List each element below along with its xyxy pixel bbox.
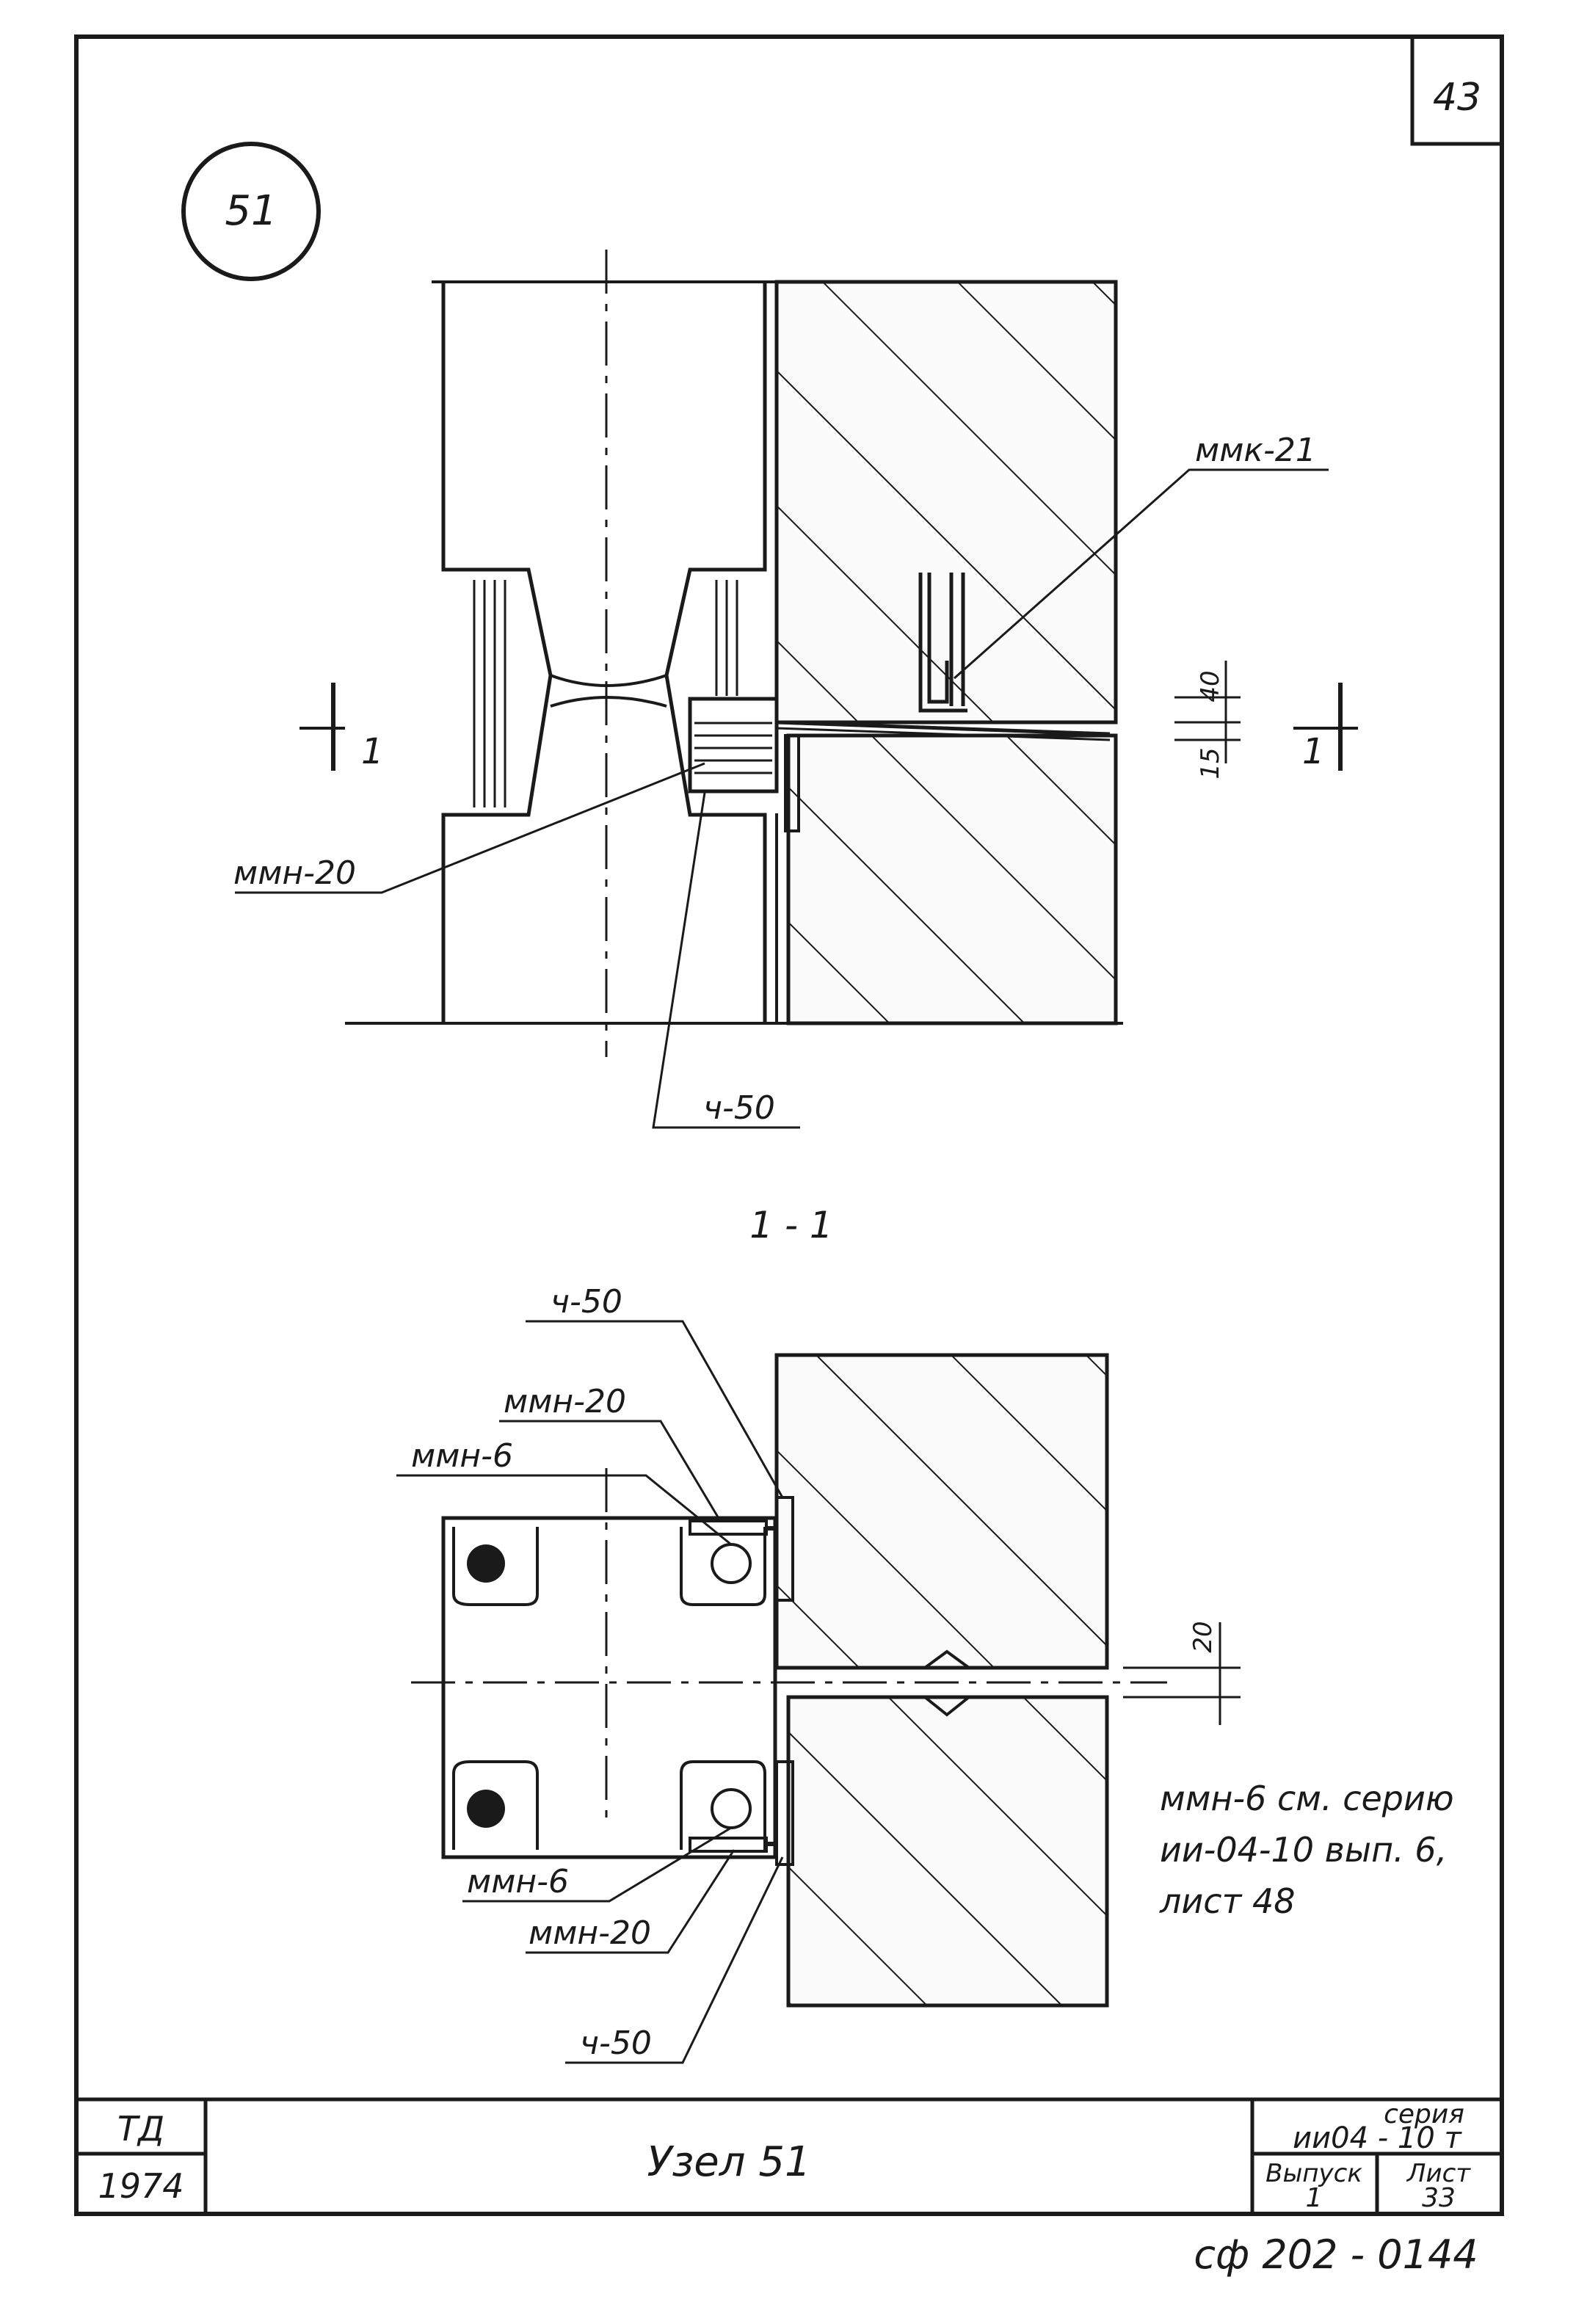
svg-text:ммн-6 см. серию: ммн-6 см. серию [1160,1779,1454,1818]
label-mmn6-sec-top: ммн-6 [411,1437,513,1475]
sheet-frame [74,35,1504,2216]
leader-mmn20-sec-top [499,1420,721,1520]
document-code: сф 202 - 0144 [1194,2232,1478,2278]
section-angle-top [775,1496,794,1602]
section-mark-left: 1 [299,683,384,772]
section-wall-lower [786,1695,1109,2008]
section-view: 20 ч-50 ммн-20 ммн-6 ммн-6 ммн-20 ч-50 [396,1283,1241,2064]
reference-note: ммн-6 см. серию ии-04-10 вып. 6, лист 48 [1159,1779,1454,1921]
leader-ch50-sec-top [526,1320,784,1498]
wall-panel-lower [786,733,1118,1025]
section-title: 1 - 1 [749,1204,832,1246]
leader-ch50-sec-bot [565,1856,784,2064]
anchor-mmk21 [918,573,967,713]
column-rods [473,580,738,807]
column-corners [452,1527,766,1850]
node-badge-number: 51 [225,187,277,235]
column-section [441,1516,777,1859]
section-angle-bottom [775,1760,794,1866]
svg-text:ии-04-10 вып. 6,: ии-04-10 вып. 6, [1160,1830,1447,1870]
label-ch50-sec-bot: ч-50 [580,2025,652,2062]
svg-text:лист 48: лист 48 [1159,1881,1296,1921]
label-mmn20-sec-top: ммн-20 [504,1383,626,1420]
leader-mmn6-sec-bot [462,1826,732,1903]
title-org: ТД [117,2109,164,2149]
embedded-plate-mmn20 [688,697,779,794]
page-number-box [1410,37,1502,146]
dimension-15: 15 [1196,747,1225,779]
series-value: ии04 - 10 т [1293,2121,1462,2155]
dimension-20: 20 [1188,1621,1218,1652]
issue-value: 1 [1306,2183,1323,2213]
leader-mmn20-top [235,762,705,894]
rebar-bottom-left [467,1790,505,1828]
leader-ch50-top [652,792,800,1129]
rebar-top-right [711,1543,752,1584]
section-mark-right: 1 [1293,683,1358,772]
angle-plate-ch50 [784,734,800,832]
label-ch50-sec-top: ч-50 [551,1283,622,1321]
title-year: 1974 [98,2166,184,2206]
column-waist [550,674,667,708]
rebar-top-left [467,1544,505,1583]
series-label: серия [1384,2099,1464,2129]
dimension-40: 40 [1196,670,1225,702]
node-badge-circle [181,142,321,281]
label-ch50-top: ч-50 [703,1089,775,1127]
label-mmn6-sec-bot: ммн-6 [467,1863,569,1900]
leader-mmn20-sec-bot [526,1849,736,1954]
rebar-bottom-right [711,1788,752,1829]
issue-label: Выпуск [1265,2159,1362,2188]
svg-text:1: 1 [1302,731,1325,772]
title-main: Узел 51 [647,2138,810,2186]
svg-text:1: 1 [361,731,384,772]
section-plate-top [689,1519,768,1536]
title-block [76,2097,1502,2214]
label-mmn20-top: ммн-20 [233,854,356,892]
wall-panel-upper [774,280,1118,725]
label-mmk21: ммк-21 [1195,432,1316,469]
leader-mmn6-sec-top [396,1474,732,1546]
dimension-lines-section [1123,1622,1241,1725]
sheet-label: Лист [1406,2159,1471,2188]
sheet-value: 33 [1422,2183,1456,2213]
section-wall-upper [774,1353,1109,1670]
leader-mmk21 [954,468,1329,680]
dimension-lines-top [1174,661,1241,763]
connecting-plate [776,720,1111,736]
elevation-view: 40 15 1 1 ммк-21 ммн-20 ч-50 [233,250,1358,1129]
page-number: 43 [1433,76,1481,120]
joint-key [923,1649,970,1717]
label-mmn20-sec-bot: ммн-20 [529,1914,651,1952]
